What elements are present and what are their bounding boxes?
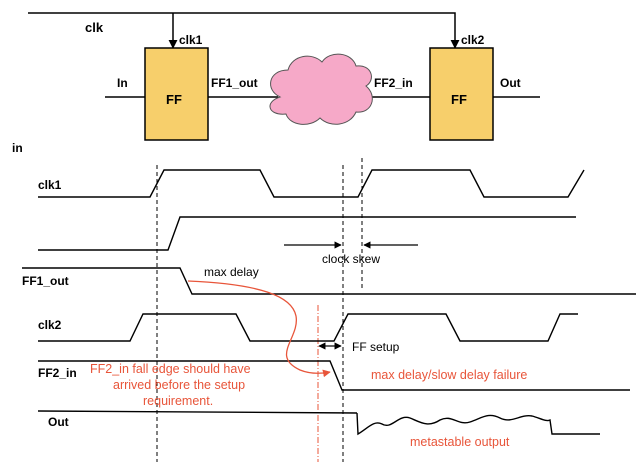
clk2-label: clk2 [461, 33, 485, 47]
ff1-out-signal-label: FF1_out [22, 274, 69, 288]
clk-label: clk [85, 20, 104, 35]
clk1-waveform [38, 169, 585, 198]
metastable-label: metastable output [410, 435, 510, 449]
max-delay-label: max delay [204, 265, 259, 279]
ff2-note-line-3: requirement. [143, 394, 213, 408]
failure-label: max delay/slow delay failure [371, 368, 527, 382]
clk2-waveform [38, 313, 578, 342]
ff2-in-waveform [38, 360, 630, 391]
ff1-block [144, 47, 209, 141]
out-waveform-stable [37, 410, 358, 414]
ff2-note-line-2: arrived before the setup [113, 378, 245, 392]
clk-wire [28, 12, 460, 49]
ff1-out-waveform [22, 267, 636, 295]
ff2-in-signal-label: FF2_in [38, 366, 77, 380]
clk2-signal-label: clk2 [38, 318, 62, 332]
in-label: In [117, 76, 128, 90]
ff2-in-label: FF2_in [374, 76, 413, 90]
out-label: Out [500, 76, 521, 90]
max-delay-path-arrow [187, 280, 331, 378]
clk1-label: clk1 [179, 33, 203, 47]
intermediate-waveform [38, 216, 576, 251]
ff2-note-line-1: FF2_in fall edge should have [90, 362, 251, 376]
timing-in-label: in [12, 141, 23, 155]
out-signal-label: Out [48, 415, 69, 429]
ff2-label: FF [451, 92, 467, 107]
ff-setup-label: FF setup [352, 340, 400, 354]
out-waveform-metastable [356, 412, 600, 436]
clock-skew-label: clock skew [322, 252, 380, 266]
schematic: clk clk1 clk2 FF FF In FF1_out FF2_in Ou… [28, 12, 540, 141]
timing-diagram: in clk1 clock skew FF1_out max delay clk… [12, 141, 636, 462]
clk1-signal-label: clk1 [38, 178, 62, 192]
logic-cloud [269, 53, 373, 125]
ff1-out-label: FF1_out [211, 76, 258, 90]
ff1-label: FF [166, 92, 182, 107]
ff2-block [429, 47, 494, 141]
